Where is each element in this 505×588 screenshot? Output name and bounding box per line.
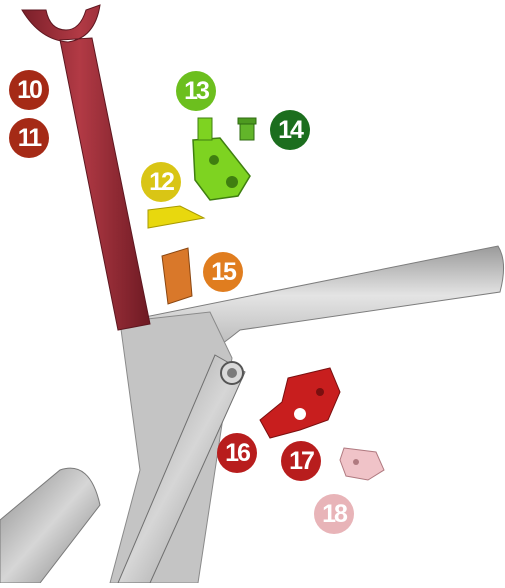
wedge [148,206,204,228]
callout-13: 13 [176,71,216,111]
callout-12: 12 [141,162,181,202]
callout-10: 10 [9,70,49,110]
callout-15: 15 [203,252,243,292]
clamp-block [162,248,192,304]
callout-17: 17 [281,441,321,481]
chainstay [0,468,100,583]
seatpost [22,5,150,330]
clamp-bolt [238,118,256,140]
dropout-insert [340,448,384,480]
callout-16: 16 [217,433,257,473]
callout-14: 14 [270,110,310,150]
callout-11: 11 [9,118,49,158]
callout-18: 18 [314,494,354,534]
seat-tube [110,312,232,583]
derailleur-hanger [260,368,340,438]
